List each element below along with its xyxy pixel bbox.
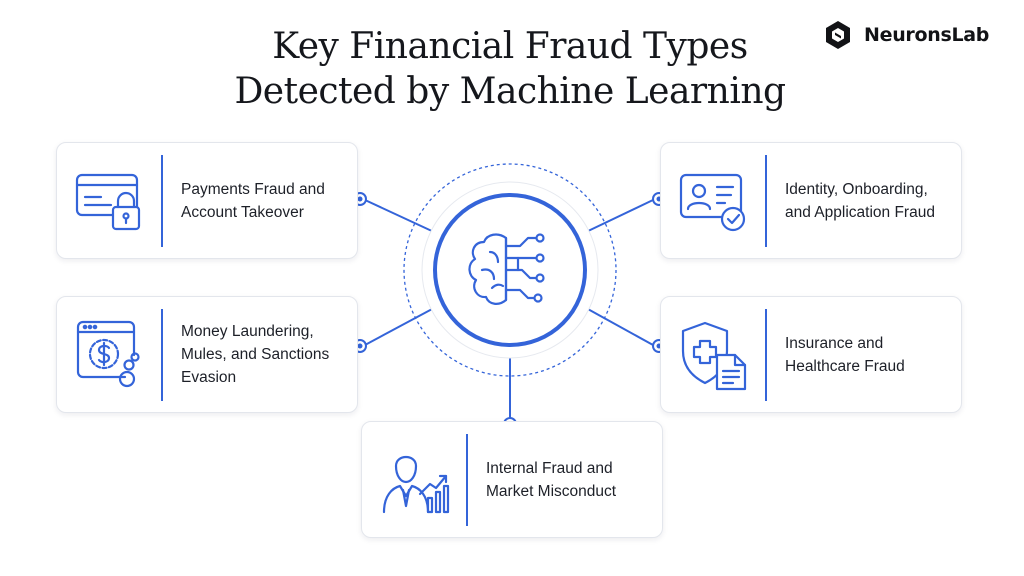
card-insurance-fraud: Insurance and Healthcare Fraud	[660, 296, 962, 413]
brand-logo: NeuronsLab	[822, 18, 989, 52]
title-line-2: Detected by Machine Learning	[234, 71, 786, 112]
connector-laundering	[364, 307, 435, 346]
card-divider	[765, 309, 767, 401]
card-label-insurance: Insurance and Healthcare Fraud	[785, 334, 905, 375]
id-card-check-icon	[679, 173, 746, 232]
card-payments-fraud: Payments Fraud and Account Takeover	[56, 142, 358, 259]
card-label: Payments Fraud and Account Takeover	[181, 143, 347, 258]
hexagon-logo-icon	[826, 21, 850, 49]
brand-name: NeuronsLab	[864, 24, 990, 46]
connector-insurance	[585, 307, 654, 346]
card-divider	[161, 155, 163, 247]
credit-card-lock-icon	[75, 173, 141, 231]
card-identity-fraud: Identity, Onboarding, and Application Fr…	[660, 142, 962, 259]
card-divider	[466, 434, 468, 526]
connector-payments	[364, 199, 435, 233]
card-internal-fraud: Internal Fraud and Market Misconduct	[361, 421, 663, 538]
page-title: Key Financial Fraud Types Detected by Ma…	[190, 24, 830, 114]
person-chart-icon	[382, 455, 450, 514]
card-money-laundering: Money Laundering, Mules, and Sanctions E…	[56, 296, 358, 413]
card-label-payments: Payments Fraud and Account Takeover	[181, 180, 325, 221]
card-label: Insurance and Healthcare Fraud	[785, 297, 951, 412]
shield-medical-document-icon	[681, 321, 747, 391]
dollar-coins-window-icon	[76, 320, 140, 388]
hub-dashed-ring	[403, 163, 617, 377]
title-line-1: Key Financial Fraud Types	[272, 26, 748, 67]
brain-circuit-icon	[468, 233, 545, 305]
card-label-identity: Identity, Onboarding, and Application Fr…	[785, 180, 935, 221]
card-label: Internal Fraud and Market Misconduct	[486, 422, 652, 537]
card-divider	[161, 309, 163, 401]
card-label: Money Laundering, Mules, and Sanctions E…	[181, 297, 347, 412]
connector-identity	[585, 199, 654, 233]
card-label-laundering: Money Laundering, Mules, and Sanctions E…	[181, 323, 330, 386]
card-divider	[765, 155, 767, 247]
card-label-internal: Internal Fraud and Market Misconduct	[486, 459, 617, 500]
card-label: Identity, Onboarding, and Application Fr…	[785, 143, 951, 258]
